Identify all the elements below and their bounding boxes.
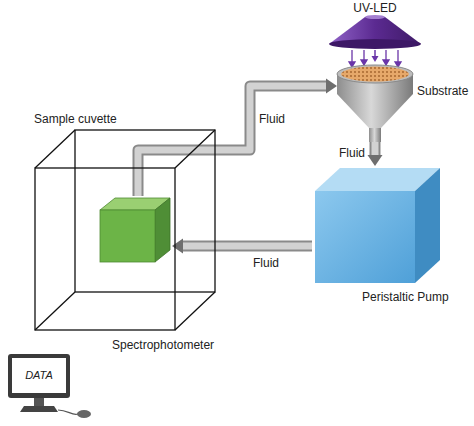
node-label: DATA: [12, 358, 66, 393]
pipe-body: [138, 86, 327, 196]
arrow-head: [326, 79, 337, 94]
flow-label: Fluid: [258, 112, 286, 126]
pipe-outline: [370, 142, 381, 156]
arrow-head: [372, 56, 379, 62]
uv-led-lamp: UV-LED: [325, 0, 425, 50]
substrate-funnel: Substrate: [337, 62, 472, 142]
fluid-pipe: [368, 142, 383, 166]
data-monitor-art: [6, 352, 96, 422]
fluid-pipe: [138, 79, 337, 197]
pipe-body: [372, 142, 379, 156]
pipe-body: [182, 243, 312, 250]
node-label: Spectrophotometer: [112, 338, 214, 352]
uv-ray: [372, 50, 379, 62]
node-label: Peristaltic Pump: [362, 290, 449, 304]
spectrophotometer-box: Spectrophotometer Sample cuvette: [30, 126, 222, 356]
node-label: Sample cuvette: [34, 112, 117, 126]
peristaltic-pump: Peristaltic Pump: [312, 166, 472, 306]
flow-label: Fluid: [338, 146, 366, 160]
node-label: UV-LED: [353, 1, 397, 15]
flow-label: Fluid: [252, 256, 280, 270]
pipe-outline: [138, 86, 327, 196]
arrow-head: [172, 239, 183, 254]
sample-cuvette: Sample cuvette: [100, 196, 172, 262]
sample-cuvette-art: [100, 196, 172, 262]
node-label: Substrate: [417, 84, 468, 98]
pipe-outline: [182, 241, 312, 252]
ray-line: [374, 50, 376, 57]
data-monitor: DATA: [6, 352, 96, 422]
peristaltic-pump-art: [312, 166, 444, 286]
arrow-head: [368, 155, 383, 166]
substrate-funnel-art: [337, 62, 472, 142]
fluid-pipe: [172, 239, 312, 254]
